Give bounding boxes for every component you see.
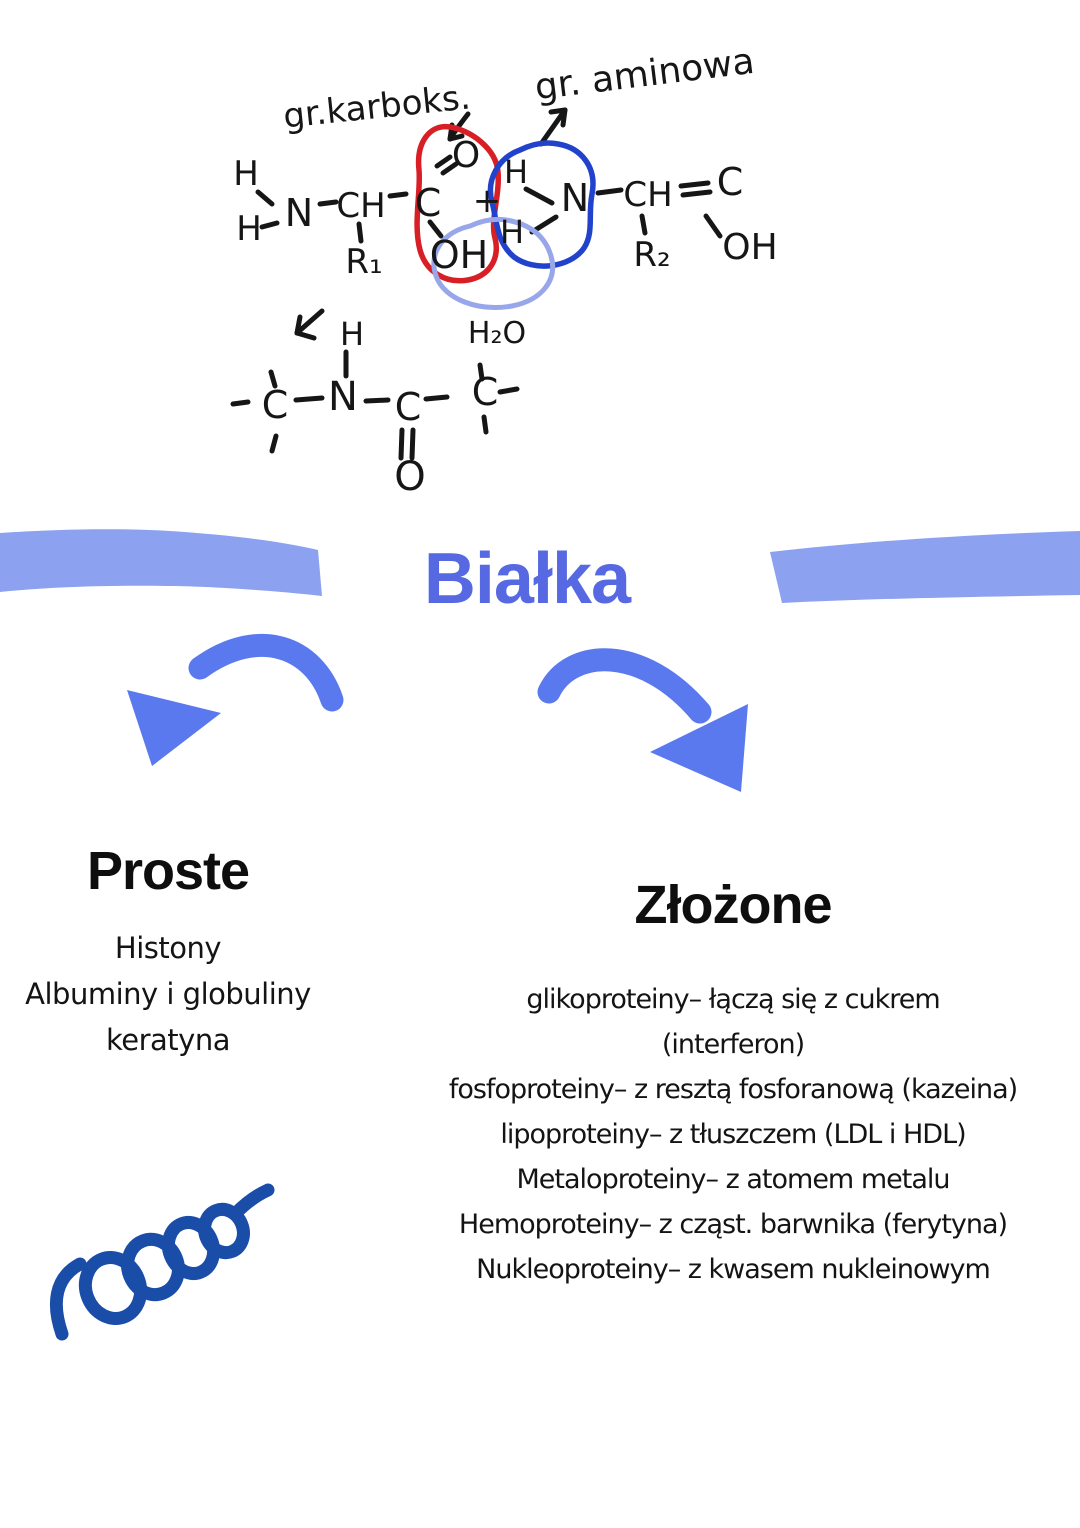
- amino-pointer-arrow: [538, 107, 568, 147]
- atom-c: C: [717, 160, 744, 204]
- helix-doodle: [50, 1183, 275, 1341]
- atom-r2: R₂: [633, 235, 670, 275]
- amino-ring: [487, 140, 596, 269]
- list-item: fosfoproteiny– z resztą fosforanową (kaz…: [448, 1074, 1018, 1105]
- list-item: Metaloproteiny– z atomem metalu: [516, 1164, 951, 1195]
- complex-proteins-list: glikoproteiny– łączą się z cukrem (inter…: [448, 977, 1018, 1292]
- page-title: Białka: [423, 539, 631, 619]
- bond-lines-lower: [230, 349, 520, 461]
- bond-lines-upper: [255, 154, 723, 244]
- ribbon-right: [770, 531, 1080, 603]
- atom-n: N: [328, 374, 358, 420]
- ribbon-left: [0, 529, 322, 596]
- atom-h: H: [233, 154, 259, 194]
- carboxyl-ring: [414, 124, 502, 284]
- atom-c: C: [262, 383, 289, 427]
- product-pointer-arrow: [294, 308, 325, 341]
- atom-c: C: [395, 385, 422, 429]
- atom-h: H: [504, 153, 528, 191]
- atom-h: H: [500, 213, 524, 251]
- amino-group-label: gr. aminowa: [533, 41, 757, 109]
- branch-arrows: [127, 633, 748, 792]
- water-ring: [431, 216, 556, 310]
- complex-proteins-heading: Złożone: [634, 875, 833, 935]
- atom-ch: CH: [623, 175, 672, 215]
- atom-r1: R₁: [345, 242, 382, 282]
- atom-c: C: [472, 370, 499, 414]
- atom-o: O: [452, 135, 480, 176]
- atom-c: C: [415, 181, 442, 225]
- atom-h: H: [340, 315, 364, 353]
- atom-ch: CH: [336, 186, 385, 226]
- arrow-to-left-branch: [127, 633, 344, 766]
- atom-oh: OH: [430, 233, 488, 277]
- plus-sign: +: [473, 181, 502, 221]
- list-item: keratyna: [106, 1023, 230, 1057]
- arrow-to-right-branch: [537, 648, 748, 792]
- atom-o: O: [394, 454, 425, 500]
- list-item: lipoproteiny– z tłuszczem (LDL i HDL): [500, 1119, 966, 1150]
- title-banner: [0, 529, 1080, 603]
- atom-n: N: [561, 176, 589, 220]
- list-item: (interferon): [661, 1029, 805, 1060]
- peptide-bond-sketch: gr.karboks. gr. aminowa H H N CH C O OH …: [230, 41, 778, 500]
- list-item: glikoproteiny– łączą się z cukrem: [526, 984, 940, 1015]
- simple-proteins-heading: Proste: [86, 841, 250, 901]
- list-item: Nukleoproteiny– z kwasem nukleinowym: [476, 1254, 991, 1285]
- atom-n: N: [285, 191, 313, 235]
- atom-labels: gr.karboks. gr. aminowa H H N CH C O OH …: [233, 41, 777, 500]
- atom-oh: OH: [722, 227, 777, 268]
- simple-proteins-list: Histony Albuminy i globuliny keratyna: [25, 925, 311, 1063]
- atom-h: H: [236, 209, 262, 249]
- list-item: Histony: [114, 931, 222, 965]
- list-item: Hemoproteiny– z cząst. barwnika (ferytyn…: [458, 1209, 1008, 1240]
- water-label: H₂O: [468, 316, 526, 351]
- list-item: Albuminy i globuliny: [25, 977, 311, 1011]
